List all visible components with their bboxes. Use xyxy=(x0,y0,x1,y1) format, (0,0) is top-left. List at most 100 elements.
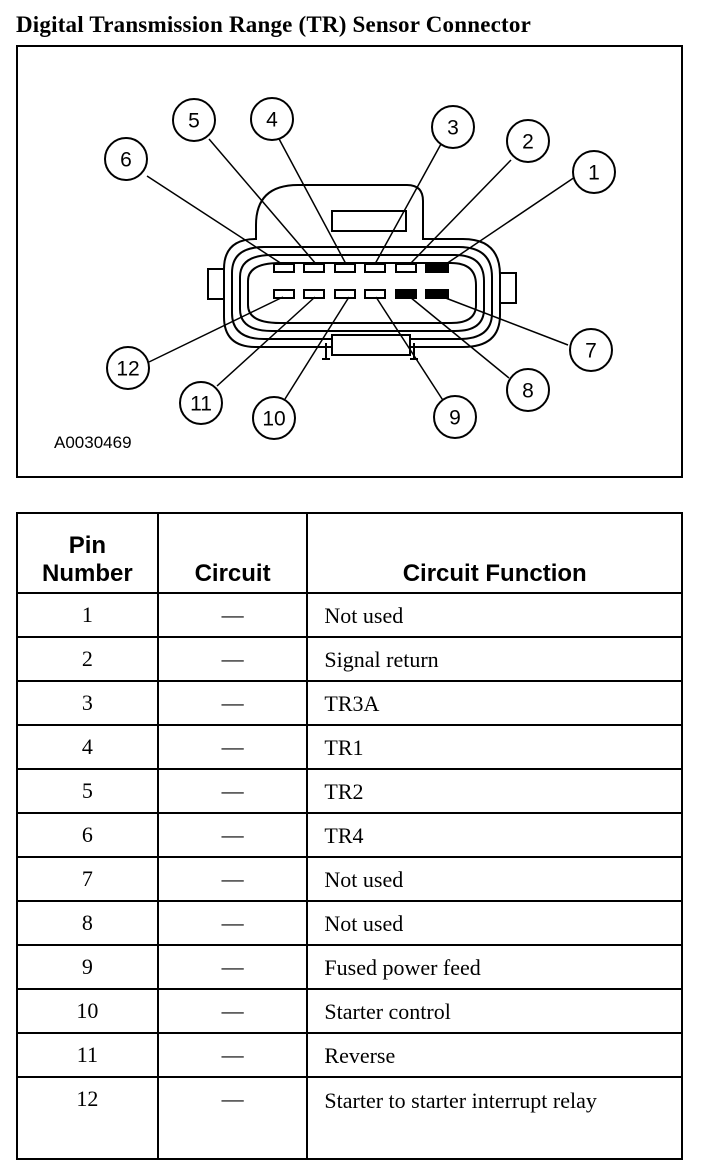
callout-circle-12 xyxy=(106,346,150,390)
leader-line-6 xyxy=(146,175,283,265)
circuit-cell: — xyxy=(156,988,309,1034)
connector-diagram: 1 2 3 4 5 6 7 8 9 10 11 12 A0030469 xyxy=(16,45,683,478)
table-row: 6 — TR4 xyxy=(16,812,683,858)
leader-line-1 xyxy=(445,176,576,265)
leader-line-12 xyxy=(148,296,284,363)
circuit-cell: — xyxy=(156,1076,309,1160)
pin-table: Pin Number Circuit Circuit Function 1 — … xyxy=(16,512,683,1160)
pin-number-cell: 4 xyxy=(16,724,159,770)
circuit-function-cell: Reverse xyxy=(306,1032,683,1078)
connector-outline-core xyxy=(247,262,477,324)
connector-outline-outer xyxy=(223,184,501,348)
circuit-cell: — xyxy=(156,592,309,638)
table-row: 12 — Starter to starter interrupt relay xyxy=(16,1076,683,1160)
circuit-cell: — xyxy=(156,812,309,858)
connector-ear-right xyxy=(500,272,517,304)
circuit-function-cell: TR2 xyxy=(306,768,683,814)
callout-circle-6 xyxy=(104,137,148,181)
circuit-function-cell: Not used xyxy=(306,900,683,946)
pin-number-cell: 5 xyxy=(16,768,159,814)
leader-line-3 xyxy=(374,143,442,265)
table-row: 5 — TR2 xyxy=(16,768,683,814)
callout-label-8: 8 xyxy=(522,380,534,403)
pin-number-cell: 11 xyxy=(16,1032,159,1078)
pin-number-cell: 3 xyxy=(16,680,159,726)
circuit-cell: — xyxy=(156,768,309,814)
circuit-function-cell: TR1 xyxy=(306,724,683,770)
pin-cavity-2 xyxy=(395,263,417,273)
callout-label-5: 5 xyxy=(188,110,200,133)
table-row: 3 — TR3A xyxy=(16,680,683,726)
circuit-cell: — xyxy=(156,856,309,902)
connector-latch xyxy=(331,210,407,232)
header-circuit-function: Circuit Function xyxy=(306,512,683,594)
callout-label-10: 10 xyxy=(262,408,285,431)
callout-circle-7 xyxy=(569,328,613,372)
table-row: 11 — Reverse xyxy=(16,1032,683,1078)
circuit-function-cell: TR4 xyxy=(306,812,683,858)
callout-circle-11 xyxy=(179,381,223,425)
table-row: 9 — Fused power feed xyxy=(16,944,683,990)
callout-label-4: 4 xyxy=(266,109,278,132)
pin-cavity-8 xyxy=(395,289,417,299)
pin-cavity-5 xyxy=(303,263,325,273)
pin-number-cell: 12 xyxy=(16,1076,159,1160)
header-pin-number-label: Pin Number xyxy=(42,532,133,587)
header-circuit: Circuit xyxy=(156,512,309,594)
circuit-cell: — xyxy=(156,944,309,990)
circuit-cell: — xyxy=(156,1032,309,1078)
circuit-cell: — xyxy=(156,636,309,682)
connector-bottom-key xyxy=(331,334,411,356)
table-row: 8 — Not used xyxy=(16,900,683,946)
callout-circle-2 xyxy=(506,119,550,163)
circuit-function-cell: Signal return xyxy=(306,636,683,682)
leader-line-4 xyxy=(277,136,347,265)
table-row: 1 — Not used xyxy=(16,592,683,638)
pin-cavity-7 xyxy=(425,289,449,299)
page-title: Digital Transmission Range (TR) Sensor C… xyxy=(16,12,531,37)
callout-label-7: 7 xyxy=(585,340,597,363)
table-row: 7 — Not used xyxy=(16,856,683,902)
callout-label-2: 2 xyxy=(522,131,534,154)
callout-circle-10 xyxy=(252,396,296,440)
circuit-function-cell: TR3A xyxy=(306,680,683,726)
pin-cavity-11 xyxy=(303,289,325,299)
table-row: 4 — TR1 xyxy=(16,724,683,770)
leader-line-11 xyxy=(216,296,316,387)
callout-circle-3 xyxy=(431,105,475,149)
leader-line-9 xyxy=(375,296,447,406)
circuit-cell: — xyxy=(156,900,309,946)
pin-cavity-6 xyxy=(273,263,295,273)
pin-number-cell: 10 xyxy=(16,988,159,1034)
callout-label-3: 3 xyxy=(447,117,459,140)
pin-number-cell: 1 xyxy=(16,592,159,638)
connector-outline-mid xyxy=(231,246,493,340)
header-pin-number: Pin Number xyxy=(16,512,159,594)
callout-label-1: 1 xyxy=(588,162,600,185)
pin-cavity-4 xyxy=(334,263,356,273)
pin-number-cell: 8 xyxy=(16,900,159,946)
table-header-row: Pin Number Circuit Circuit Function xyxy=(16,512,683,594)
callout-circle-4 xyxy=(250,97,294,141)
table-row: 10 — Starter control xyxy=(16,988,683,1034)
leader-line-7 xyxy=(442,296,569,346)
circuit-function-cell: Fused power feed xyxy=(306,944,683,990)
pin-number-cell: 9 xyxy=(16,944,159,990)
pin-cavity-1 xyxy=(425,263,449,273)
circuit-cell: — xyxy=(156,680,309,726)
callout-label-6: 6 xyxy=(120,149,132,172)
pin-number-cell: 6 xyxy=(16,812,159,858)
pin-number-cell: 7 xyxy=(16,856,159,902)
connector-outline-inner xyxy=(239,254,485,332)
table-row: 2 — Signal return xyxy=(16,636,683,682)
callout-circle-5 xyxy=(172,98,216,142)
pin-cavity-3 xyxy=(364,263,386,273)
leader-line-8 xyxy=(409,296,510,379)
pin-number-cell: 2 xyxy=(16,636,159,682)
callout-label-12: 12 xyxy=(116,358,139,381)
leader-line-2 xyxy=(409,159,512,265)
circuit-cell: — xyxy=(156,724,309,770)
circuit-function-cell: Starter control xyxy=(306,988,683,1034)
callout-circle-9 xyxy=(433,395,477,439)
circuit-function-cell: Starter to starter interrupt relay xyxy=(306,1076,683,1160)
